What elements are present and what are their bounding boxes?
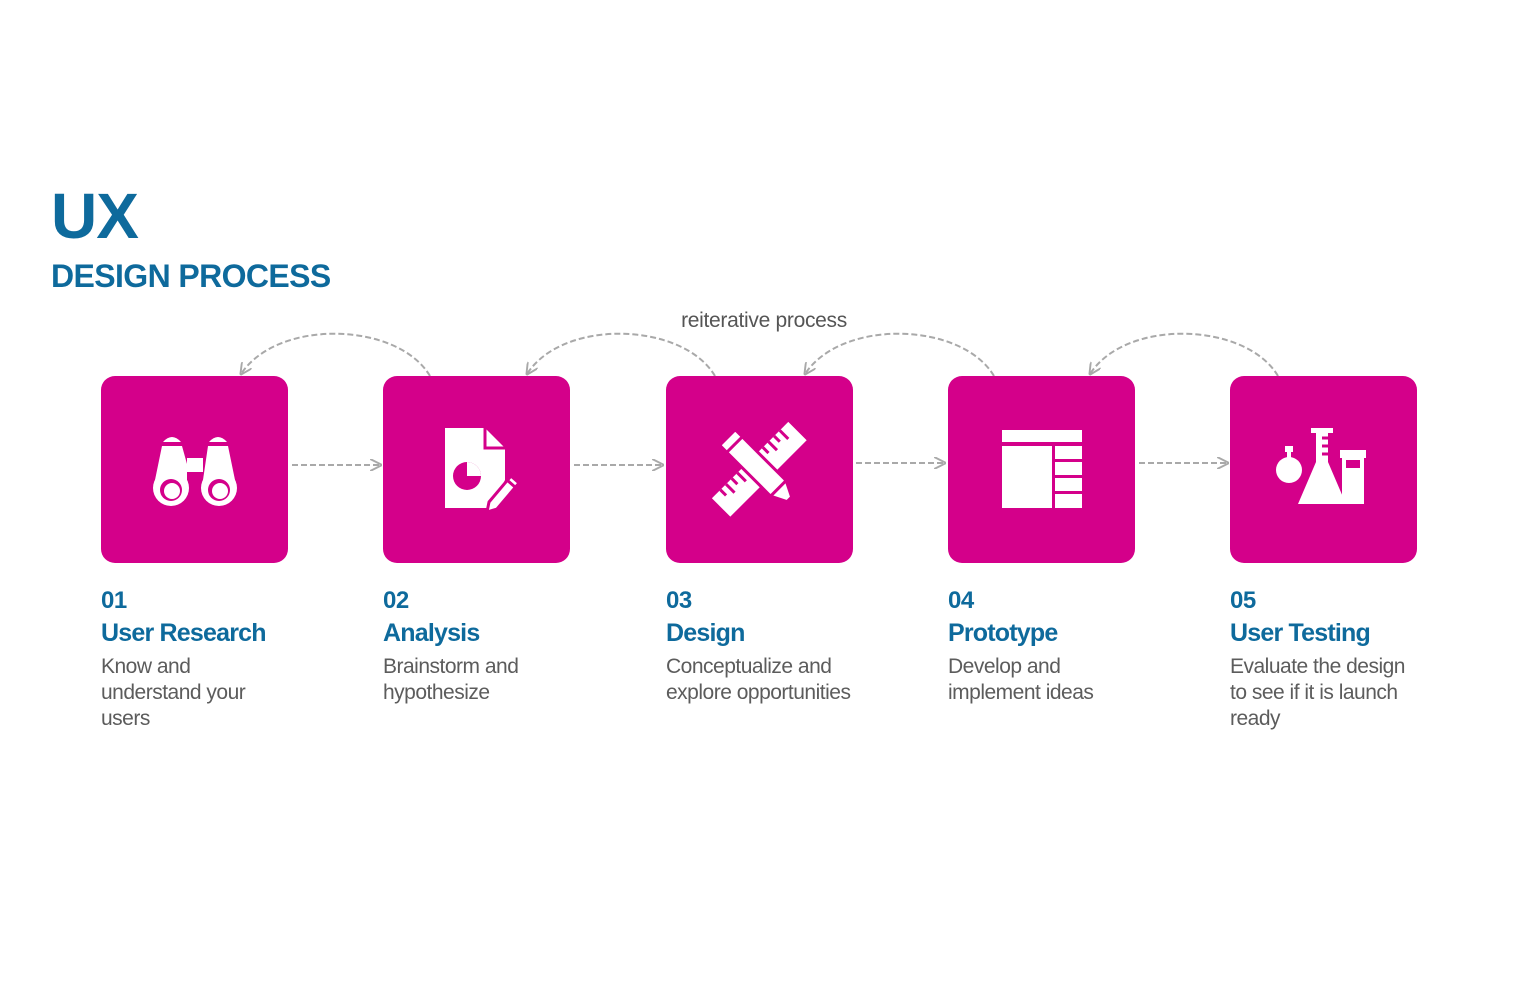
document-chart-icon [444, 427, 520, 513]
step-design: 03 Design Conceptualize and explore oppo… [666, 376, 896, 706]
feedback-loop-5-4 [1090, 332, 1279, 376]
step-tile [383, 376, 570, 563]
step-tile [948, 376, 1135, 563]
step-number: 02 [383, 587, 409, 614]
step-user-research: 01 User Research Know and understand you… [101, 376, 331, 732]
step-prototype: 04 Prototype Develop and implement ideas [948, 376, 1178, 706]
page-title: UX [51, 180, 139, 252]
step-description: Evaluate the design to see if it is laun… [1230, 655, 1405, 730]
step-tile [101, 376, 288, 563]
feedback-loop-4-3 [805, 332, 995, 376]
feedback-loop-2-1 [241, 332, 431, 376]
step-analysis: 02 Analysis Brainstorm and hypothesize [383, 376, 613, 706]
step-description: Brainstorm and hypothesize [383, 655, 519, 704]
step-description: Develop and implement ideas [948, 655, 1094, 704]
step-tile [1230, 376, 1417, 563]
step-user-testing: 05 User Testing Evaluate the design to s… [1230, 376, 1460, 732]
step-name: User Research [101, 619, 267, 647]
layout-wireframe-icon [1001, 429, 1082, 508]
step-number: 05 [1230, 587, 1256, 614]
feedback-loop-3-2 [527, 332, 716, 376]
step-name: User Testing [1230, 619, 1371, 647]
step-name: Design [666, 619, 745, 647]
step-tile [666, 376, 853, 563]
binoculars-icon [152, 436, 237, 506]
step-name: Prototype [948, 619, 1058, 647]
step-description: Conceptualize and explore opportunities [666, 655, 851, 704]
pencil-ruler-icon [711, 421, 807, 517]
step-name: Analysis [383, 619, 480, 647]
lab-flasks-icon [1275, 427, 1366, 504]
step-description: Know and understand your users [101, 655, 246, 730]
step-number: 01 [101, 587, 127, 614]
step-number: 04 [948, 587, 974, 614]
page-subtitle: DESIGN PROCESS [51, 258, 331, 294]
reiterative-process-label: reiterative process [681, 309, 847, 332]
step-number: 03 [666, 587, 692, 614]
